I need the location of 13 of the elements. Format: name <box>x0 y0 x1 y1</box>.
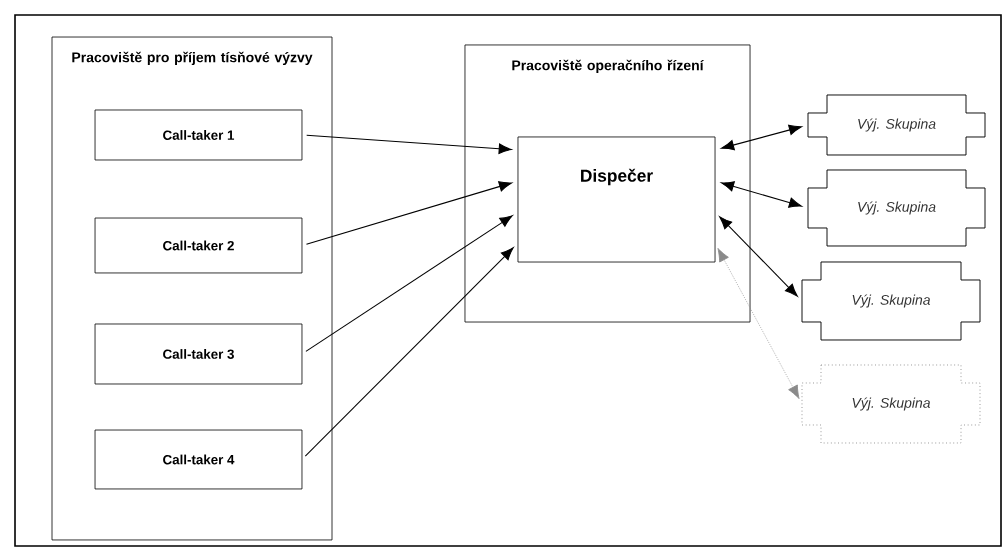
process-box: Call-taker 4 <box>94 429 303 490</box>
arrow <box>306 134 512 154</box>
process-box: Call-taker 1 <box>94 109 303 161</box>
arrow <box>304 247 514 457</box>
process-box: Dispečer <box>517 136 716 263</box>
arrow <box>717 248 800 399</box>
arrow <box>305 181 513 245</box>
process-box: Call-taker 3 <box>94 323 303 385</box>
process-box: Call-taker 2 <box>94 217 303 274</box>
arrow <box>305 215 513 352</box>
arrow <box>721 181 802 208</box>
arrow <box>721 124 802 151</box>
arrow <box>719 216 798 297</box>
